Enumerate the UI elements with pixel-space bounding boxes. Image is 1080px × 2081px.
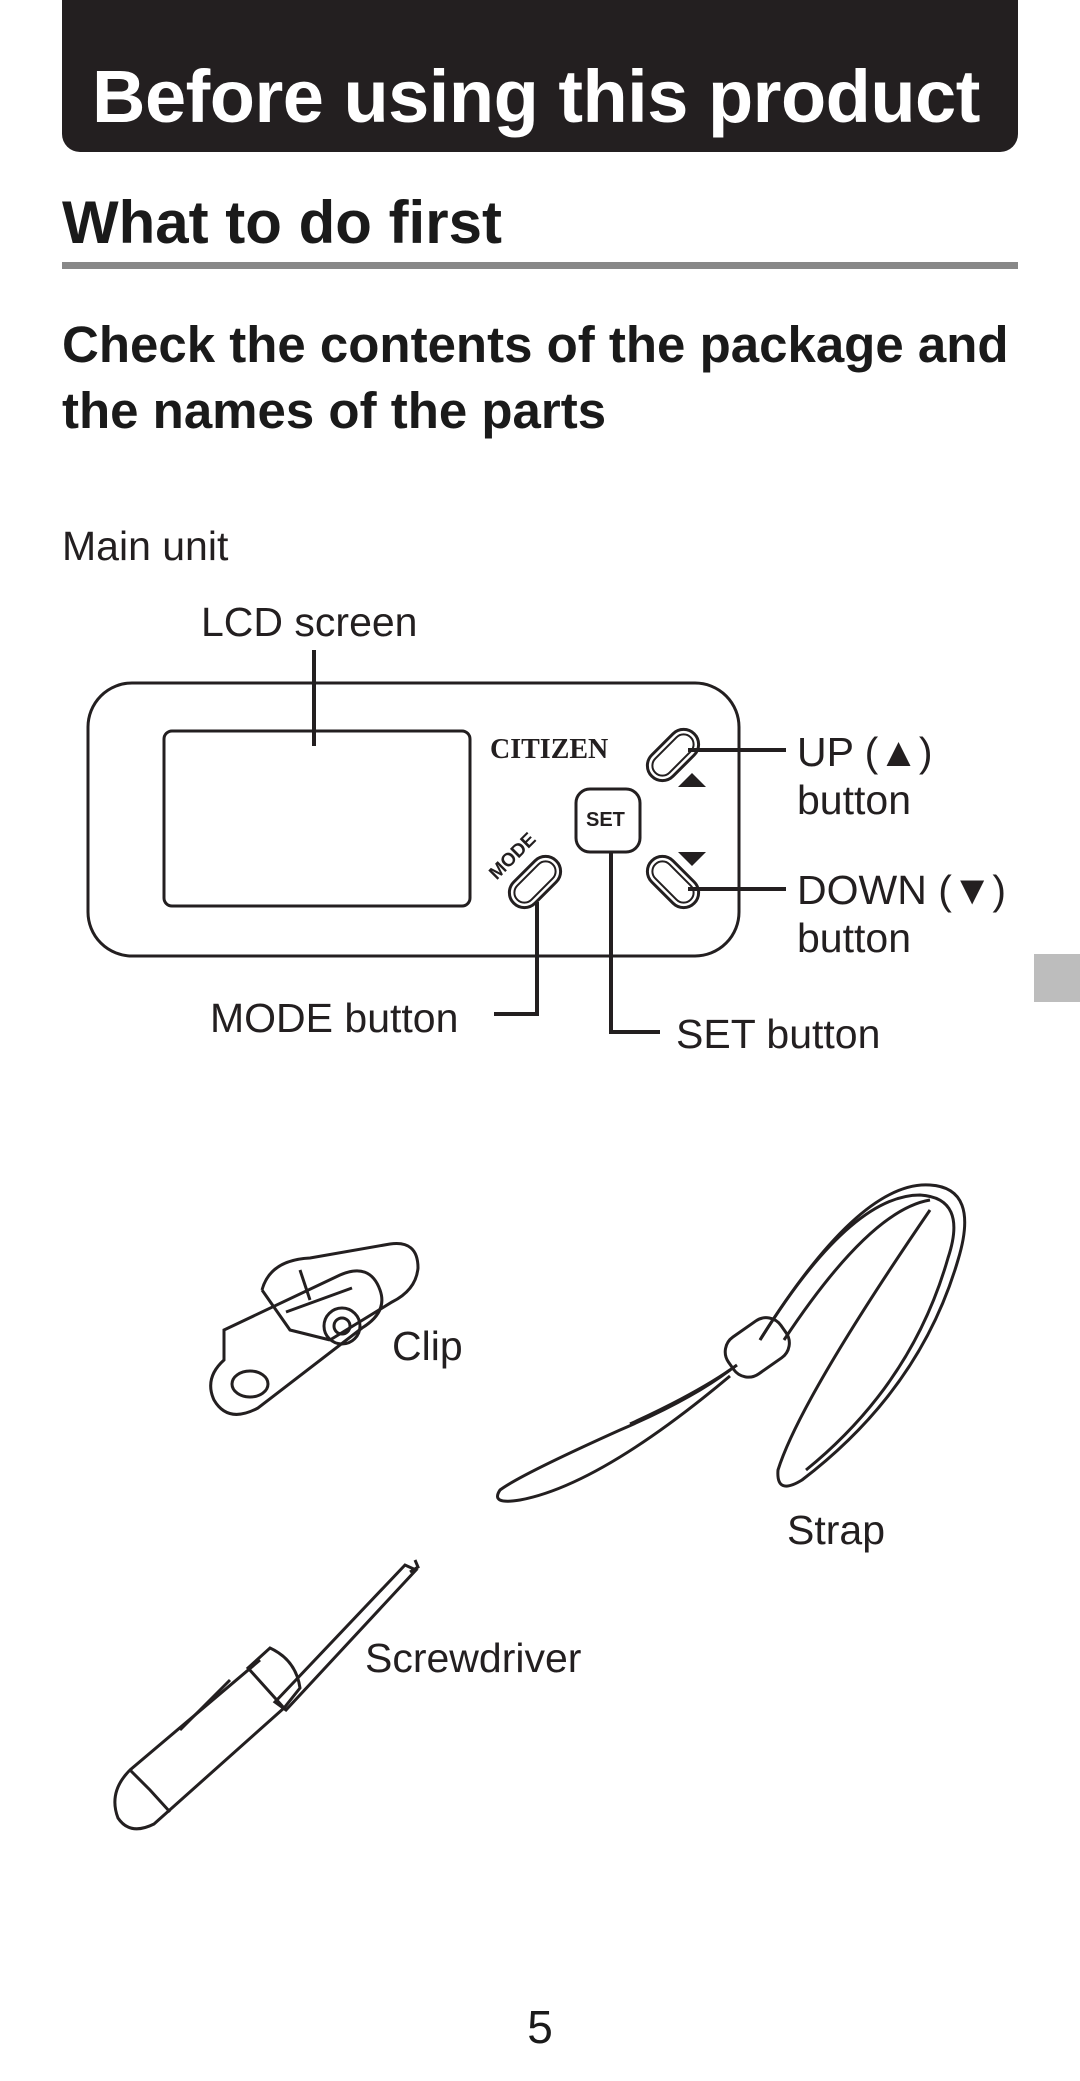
up-button-label-line2: button xyxy=(797,777,911,823)
set-key-label: SET xyxy=(586,809,625,831)
main-unit-heading: Main unit xyxy=(62,523,229,569)
subsection-title: Check the contents of the package and th… xyxy=(62,316,1009,439)
set-key xyxy=(574,787,642,854)
set-button-label: SET button xyxy=(676,1011,881,1057)
page-title: Before using this product xyxy=(92,55,980,138)
brand-logo: CITIZEN xyxy=(490,734,609,765)
down-arrow-mark xyxy=(678,852,706,866)
strap-illustration xyxy=(496,1183,967,1503)
strap-label: Strap xyxy=(787,1507,885,1553)
down-button-label-line1: DOWN (▼) xyxy=(797,867,1007,913)
section-tab-marker xyxy=(1034,954,1080,1002)
section-title: What to do first xyxy=(62,189,502,256)
section-divider xyxy=(62,262,1018,269)
screwdriver-label: Screwdriver xyxy=(365,1635,582,1681)
header-banner: Before using this product xyxy=(62,0,1018,152)
lcd-screen xyxy=(162,729,472,908)
lcd-screen-label: LCD screen xyxy=(201,599,418,645)
up-button-label-line1: UP (▲) xyxy=(797,729,933,775)
up-key xyxy=(645,727,701,783)
mode-key xyxy=(507,854,563,910)
up-arrow-mark xyxy=(678,773,706,787)
main-unit-body xyxy=(86,681,741,958)
page-number: 5 xyxy=(527,2001,553,2053)
down-button-label: DOWN (▼) button xyxy=(797,866,1006,962)
down-key xyxy=(645,854,701,910)
up-button-label: UP (▲) button xyxy=(797,728,933,824)
down-button-label-line2: button xyxy=(797,915,911,961)
clip-label: Clip xyxy=(392,1323,463,1369)
clip-illustration xyxy=(209,1242,420,1416)
screwdriver-illustration xyxy=(113,1559,420,1831)
mode-button-label: MODE button xyxy=(210,995,459,1041)
